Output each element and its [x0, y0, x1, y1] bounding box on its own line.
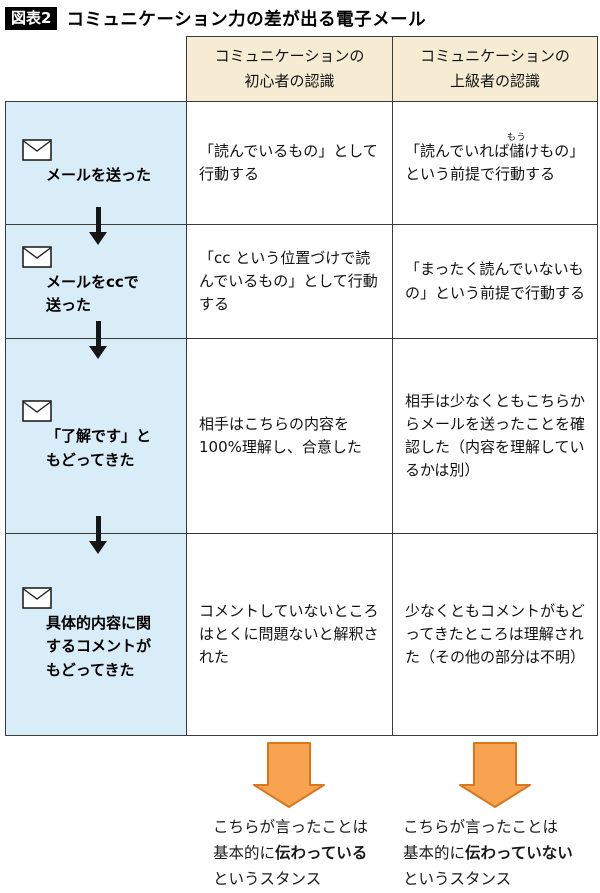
figure-header: 図表2 コミュニケーション力の差が出る電子メール	[5, 6, 426, 31]
envelope-icon	[22, 587, 52, 609]
column-header-beginner: コミュニケーションの 初心者の認識	[186, 36, 393, 102]
table-row: 具体的内容に関 するコメントが もどってきた コメントしていないところはとくに問…	[5, 533, 598, 736]
conclusion-emphasis: 伝わっていない	[465, 844, 573, 862]
stage-label: メールをccで 送った	[46, 272, 139, 314]
conclusion-line: というスタンス	[403, 870, 512, 888]
envelope-icon	[22, 139, 52, 161]
conclusion-expert: こちらが言ったことは 基本的に伝わっていない というスタンス	[403, 814, 573, 892]
conclusion-line: というスタンス	[213, 870, 322, 888]
conclusion-line: 基本的に伝わっている	[213, 844, 368, 862]
flow-down-arrow-3	[89, 516, 107, 554]
flow-down-arrow-2	[89, 321, 107, 359]
expert-cell-row4: 少なくともコメントがもどってきたところは理解された（その他の部分は不明）	[392, 533, 598, 736]
arrow-shaft	[95, 207, 101, 232]
arrow-shaft	[95, 516, 101, 541]
conclusion-beginner: こちらが言ったことは 基本的に伝わっている というスタンス	[213, 814, 368, 892]
stage-label: メールを送った	[46, 165, 152, 184]
column-header-expert: コミュニケーションの 上級者の認識	[392, 36, 598, 102]
arrow-head	[89, 541, 107, 554]
stage-cell-mail-sent: メールを送った	[5, 101, 187, 225]
expert-cell-row2: 「まったく読んでいないもの」という前提で行動する	[392, 224, 598, 339]
arrow-shaft	[95, 321, 101, 346]
envelope-icon	[22, 400, 52, 423]
result-block-arrow-beginner-icon	[253, 742, 325, 808]
flow-down-arrow-1	[89, 207, 107, 245]
beginner-cell-row3: 相手はこちらの内容を100%理解し、合意した	[186, 338, 393, 534]
result-block-arrow-expert-icon	[459, 742, 531, 808]
table-row: メールをccで 送った 「cc という位置づけで読んでいるもの」として行動する …	[5, 224, 598, 339]
conclusion-line: 基本的に伝わっていない	[403, 844, 573, 862]
figure-number-badge: 図表2	[5, 7, 58, 30]
figure-title: コミュニケーション力の差が出る電子メール	[66, 10, 427, 30]
expert-text-after: けもの」という前提で行動する	[405, 141, 585, 183]
conclusion-emphasis: 伝わっている	[275, 844, 368, 862]
table-row: 「了解です」と もどってきた 相手はこちらの内容を100%理解し、合意した 相手…	[5, 338, 598, 534]
header-row: コミュニケーションの 初心者の認識 コミュニケーションの 上級者の認識	[6, 36, 598, 102]
furigana-annotation: 儲もう	[506, 132, 527, 160]
comparison-table: コミュニケーションの 初心者の認識 コミュニケーションの 上級者の認識 メールを…	[5, 36, 598, 736]
stage-cell-acknowledged: 「了解です」と もどってきた	[5, 338, 187, 534]
arrow-head	[89, 232, 107, 245]
beginner-cell-row2: 「cc という位置づけで読んでいるもの」として行動する	[186, 224, 393, 339]
conclusion-line: こちらが言ったことは	[213, 818, 369, 836]
expert-cell-row3: 相手は少なくともこちらからメールを送ったことを確認した（内容を理解しているかは別…	[392, 338, 598, 534]
expert-cell-row1: 「読んでいれば儲もうけもの」という前提で行動する	[392, 101, 598, 225]
stage-cell-comment-returned: 具体的内容に関 するコメントが もどってきた	[5, 533, 187, 736]
conclusion-line: こちらが言ったことは	[403, 818, 559, 836]
expert-text-before: 「読んでいれば	[405, 141, 510, 160]
envelope-icon	[22, 245, 52, 268]
stage-label: 「了解です」と もどってきた	[46, 427, 152, 469]
beginner-cell-row1: 「読んでいるもの」として行動する	[186, 101, 393, 225]
arrow-head	[89, 346, 107, 359]
corner-spacer	[6, 37, 187, 102]
stage-label: 具体的内容に関 するコメントが もどってきた	[46, 614, 152, 679]
table-row: メールを送った 「読んでいるもの」として行動する 「読んでいれば儲もうけもの」と…	[5, 101, 598, 225]
beginner-cell-row4: コメントしていないところはとくに問題ないと解釈された	[186, 533, 393, 736]
